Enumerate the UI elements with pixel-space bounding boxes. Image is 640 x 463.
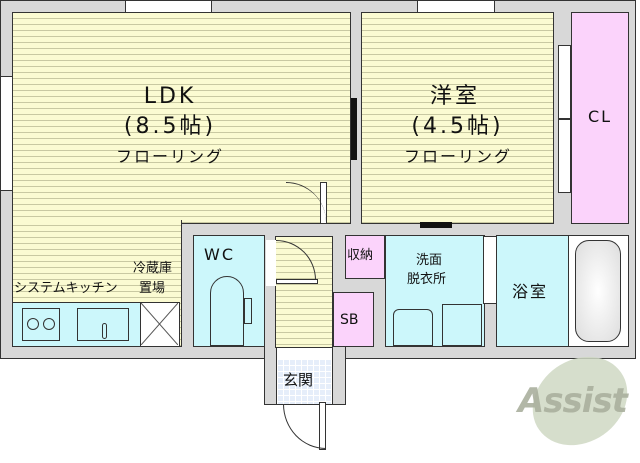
faucet-icon (102, 323, 107, 339)
entrance-label: 玄関 (283, 371, 314, 389)
western-room-floor: フローリング (403, 147, 512, 166)
ldk-floor: フローリング (115, 147, 224, 166)
kitchen-label: システムキッチン (14, 281, 118, 296)
closet-door-line (558, 118, 571, 120)
fridge-cross-icon (141, 303, 178, 345)
washroom-label-1: 洗面 (416, 253, 443, 268)
fridge-space (140, 302, 180, 347)
washroom-label-2: 脱衣所 (407, 272, 447, 287)
bath-door[interactable] (483, 236, 497, 304)
stove (22, 308, 60, 341)
ldk-name: LDK (143, 84, 197, 109)
bathtub-basin (575, 240, 621, 342)
ldk-size: (8.5帖) (123, 114, 217, 139)
fridge-label-2: 置場 (139, 281, 166, 296)
storage-label: 収納 (347, 248, 374, 263)
wc-door-opening (266, 240, 276, 286)
wc-door-leaf[interactable] (276, 279, 318, 284)
toilet-icon (210, 276, 244, 346)
washing-machine-space (442, 304, 482, 346)
entrance-door-swing (283, 404, 326, 449)
western-room-size: (4.5帖) (411, 114, 504, 139)
shoe-box-label: SB (340, 312, 359, 328)
closet (571, 12, 629, 224)
toilet-tank (244, 298, 252, 324)
western-room-name: 洋室 (429, 84, 480, 109)
closet-label: CL (587, 107, 613, 126)
wc-label: WC (204, 245, 235, 264)
western-room-door (420, 222, 452, 228)
burner-icon (27, 318, 39, 330)
shoe-box (333, 292, 374, 347)
assist-watermark: Assist (518, 381, 628, 421)
burner-icon (43, 318, 55, 330)
entrance (276, 359, 333, 405)
bathroom-label: 浴室 (512, 282, 549, 301)
entrance-step (276, 347, 333, 359)
storage (345, 235, 385, 279)
western-room (361, 12, 554, 224)
bathroom (496, 235, 570, 347)
wash-basin (393, 309, 433, 346)
sink (77, 308, 129, 341)
fridge-label-1: 冷蔵庫 (133, 261, 173, 276)
sliding-door (351, 98, 357, 160)
